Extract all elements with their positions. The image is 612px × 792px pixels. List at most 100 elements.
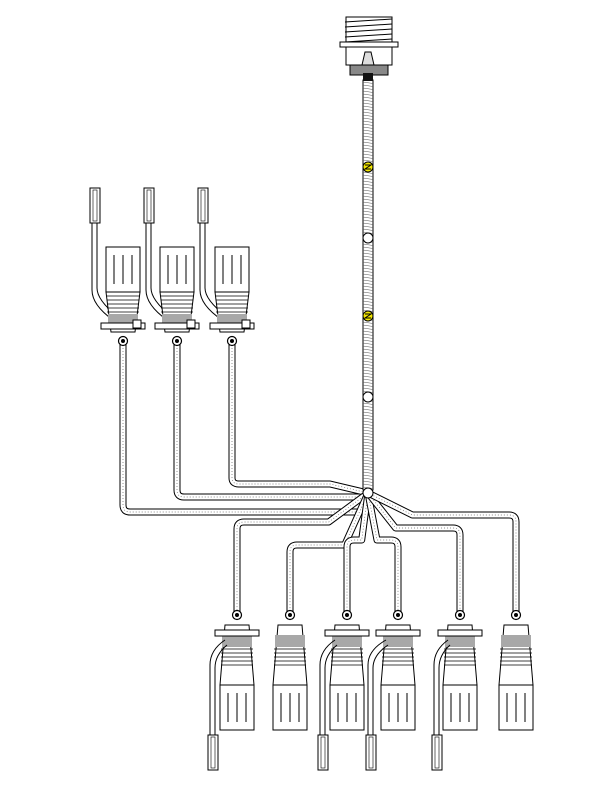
white-marker-1 bbox=[362, 232, 374, 244]
lower-dot-2-center bbox=[288, 613, 292, 617]
grommet bbox=[363, 73, 373, 81]
trunk-rib bbox=[362, 348, 374, 351]
clamp bbox=[214, 629, 260, 637]
cable-lower-6-fill bbox=[366, 490, 519, 612]
trunk-rib bbox=[362, 450, 374, 453]
trunk-rib bbox=[362, 414, 374, 417]
trunk-rib bbox=[362, 429, 374, 432]
trunk-rib bbox=[362, 222, 374, 225]
trunk-rib bbox=[362, 111, 374, 114]
trunk-rib bbox=[362, 252, 374, 255]
lower-lead-inner bbox=[324, 644, 338, 735]
trunk-rib bbox=[362, 219, 374, 222]
lower-lead bbox=[319, 639, 336, 735]
trunk-rib bbox=[362, 108, 374, 111]
trunk-rib bbox=[362, 345, 374, 348]
upper-connector-2 bbox=[159, 246, 195, 333]
lower-dot-3-center bbox=[345, 613, 349, 617]
lower-connector-1 bbox=[219, 624, 255, 731]
trunk-rib bbox=[362, 369, 374, 372]
marker-glyph-icon bbox=[363, 313, 373, 319]
thread bbox=[344, 28, 393, 33]
trunk-rib bbox=[362, 291, 374, 294]
clamp bbox=[375, 629, 421, 637]
trunk-rib bbox=[362, 411, 374, 414]
trunk-rib bbox=[362, 357, 374, 360]
trunk-rib bbox=[362, 255, 374, 258]
cable-upper-2-fill bbox=[174, 345, 366, 500]
trunk-rib bbox=[362, 171, 374, 174]
trunk-rib bbox=[362, 246, 374, 249]
clamp bbox=[154, 322, 200, 330]
cable-upper-2-outline bbox=[173, 345, 366, 501]
trunk-rib bbox=[362, 261, 374, 264]
cables bbox=[119, 345, 520, 612]
upper-tab-2-inner bbox=[146, 189, 152, 222]
boot-shade bbox=[383, 635, 413, 647]
lower-connector-5 bbox=[442, 624, 478, 731]
trunk-rib bbox=[362, 285, 374, 288]
trunk-rib bbox=[362, 360, 374, 363]
lower-tab-4 bbox=[365, 734, 377, 771]
trunk-rib bbox=[362, 306, 374, 309]
trunk-rib bbox=[362, 159, 374, 162]
trunk-rib bbox=[362, 471, 374, 474]
trunk-rib bbox=[362, 87, 374, 90]
trunk-rib bbox=[362, 426, 374, 429]
trunk-rib bbox=[362, 330, 374, 333]
trunk-rib bbox=[362, 120, 374, 123]
boot-shade bbox=[332, 635, 362, 647]
boot-shade bbox=[222, 635, 252, 647]
cable-upper-1-dots bbox=[122, 345, 369, 513]
trunk-rib bbox=[362, 435, 374, 438]
trunk-rib bbox=[362, 195, 374, 198]
lower-dot-6-center bbox=[514, 613, 518, 617]
trunk-rib bbox=[362, 459, 374, 462]
upper-connector-3 bbox=[214, 246, 250, 333]
lower-dot-1-center bbox=[235, 613, 239, 617]
main-connector bbox=[339, 16, 399, 81]
trunk-rib bbox=[362, 90, 374, 93]
trunk-rib bbox=[362, 288, 374, 291]
cable-lower-6-outline bbox=[366, 489, 520, 612]
trunk-rib bbox=[362, 381, 374, 384]
trunk-rib bbox=[362, 267, 374, 270]
trunk-rib bbox=[362, 300, 374, 303]
upper-tab-3-inner bbox=[200, 189, 206, 222]
lower-tab-3 bbox=[317, 734, 329, 771]
cable-lower-3-fill bbox=[344, 492, 371, 612]
lower-tab-5 bbox=[431, 734, 443, 771]
trunk-rib bbox=[362, 372, 374, 375]
trunk-rib bbox=[362, 468, 374, 471]
trunk-rib bbox=[362, 150, 374, 153]
white-marker-2 bbox=[362, 391, 374, 403]
trunk-rib bbox=[362, 216, 374, 219]
trunk-rib bbox=[362, 102, 374, 105]
trunk-rib bbox=[362, 210, 374, 213]
trunk-rib bbox=[362, 276, 374, 279]
lower-lead bbox=[433, 639, 449, 735]
trunk-rib bbox=[362, 405, 374, 408]
trunk-rib bbox=[362, 480, 374, 483]
trunk-rib bbox=[362, 294, 374, 297]
trunk-rib bbox=[362, 336, 374, 339]
lower-lead-inner bbox=[438, 644, 451, 735]
trunk-rib bbox=[362, 180, 374, 183]
trunk-rib bbox=[362, 282, 374, 285]
trunk-rib bbox=[362, 141, 374, 144]
clamp bbox=[437, 629, 483, 637]
thread bbox=[344, 33, 393, 38]
trunk-rib bbox=[362, 129, 374, 132]
trunk-rib bbox=[362, 279, 374, 282]
trunk-rib bbox=[362, 114, 374, 117]
cable-upper-2-dots bbox=[176, 345, 366, 498]
trunk-rib bbox=[362, 339, 374, 342]
boot bbox=[498, 624, 534, 686]
clamp-screw bbox=[132, 319, 142, 329]
trunk-rib bbox=[362, 378, 374, 381]
boot bbox=[272, 624, 308, 686]
thread bbox=[344, 18, 393, 23]
trunk-rib bbox=[362, 438, 374, 441]
hub-junction bbox=[362, 487, 374, 499]
